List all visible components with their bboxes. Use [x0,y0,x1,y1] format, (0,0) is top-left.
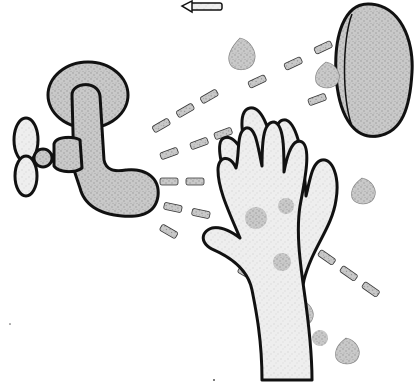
hands-icon [203,108,337,380]
dot-decoration [9,323,11,325]
dot-decoration [213,379,215,381]
faucet-icon [14,62,158,216]
arrow-icon [182,1,222,12]
hand-dryer-icon [336,4,412,136]
